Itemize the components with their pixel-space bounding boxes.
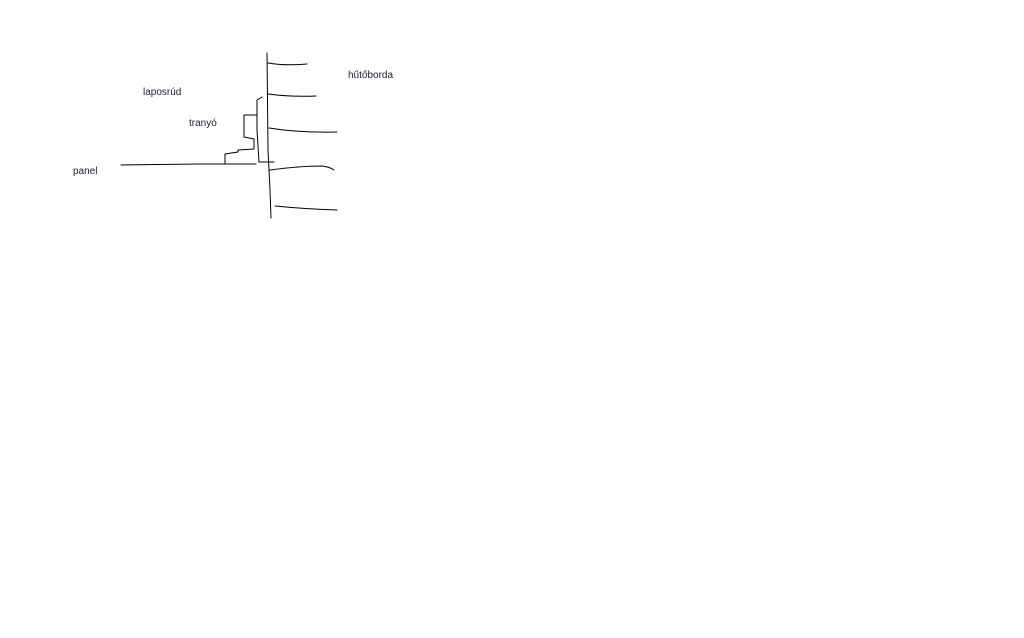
- heatsink-fin: [267, 93, 317, 97]
- heatsink-fin: [269, 165, 335, 171]
- flat-bar-outline: [256, 96, 275, 163]
- label-flat-bar: laposrúd: [143, 87, 182, 98]
- heatsink-base-line: [266, 52, 272, 219]
- label-heatsink: hűtőborda: [348, 70, 394, 81]
- heatsink-fin: [274, 205, 338, 211]
- heatsink-fin: [268, 127, 338, 133]
- label-transistor: tranyó: [189, 118, 217, 129]
- panel-line: [120, 163, 257, 166]
- heatsink-fin: [267, 62, 308, 66]
- label-panel: panel: [73, 166, 98, 177]
- transistor-outline: [224, 114, 258, 165]
